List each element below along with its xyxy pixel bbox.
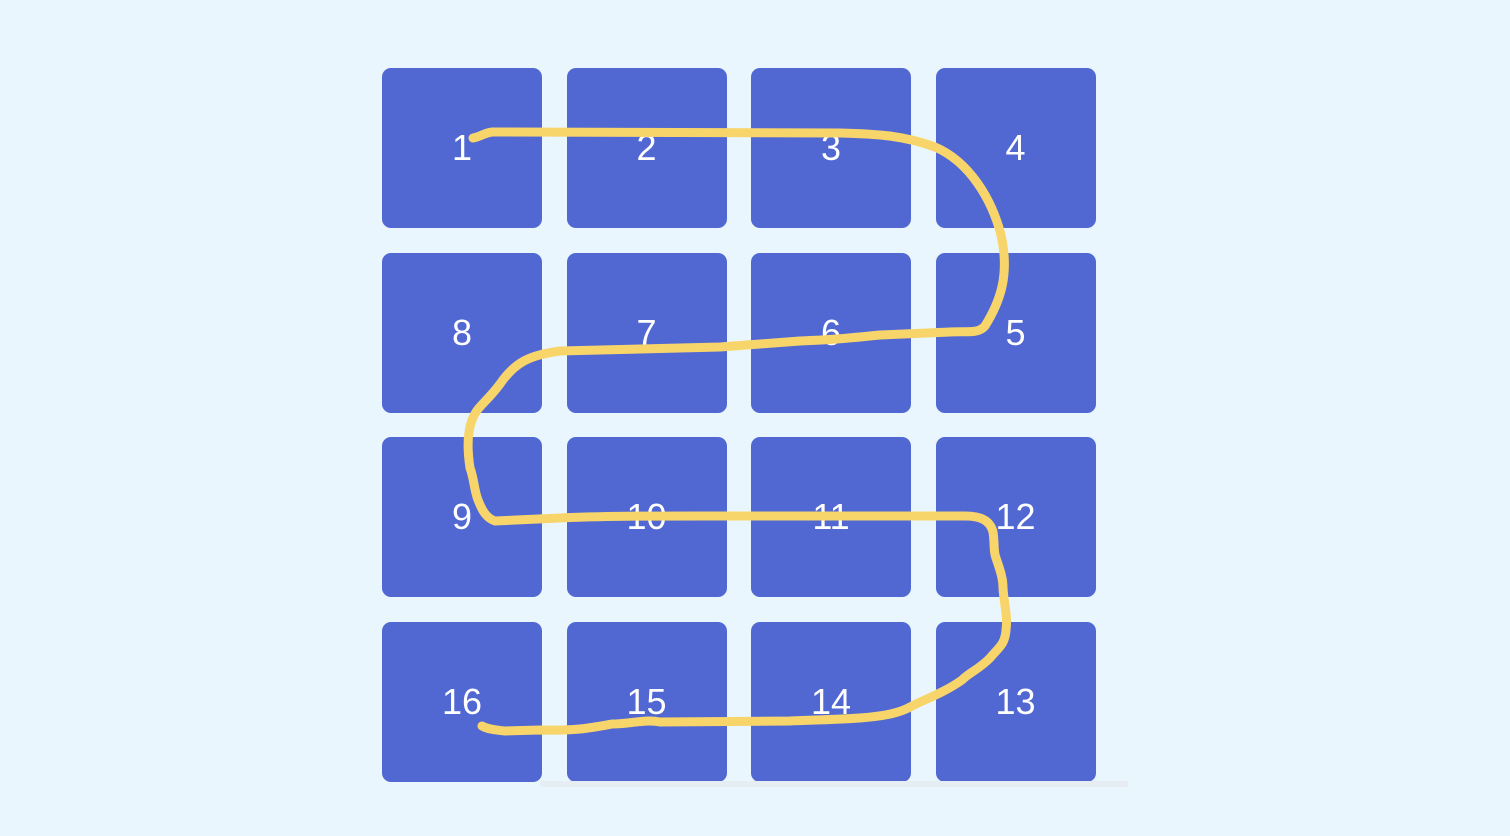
tile-14[interactable]: 14 bbox=[751, 621, 911, 782]
tile-7[interactable]: 7 bbox=[566, 252, 727, 413]
tile-label: 9 bbox=[451, 496, 473, 537]
tile-label: 11 bbox=[812, 496, 850, 537]
tile-label: 10 bbox=[626, 496, 667, 537]
tile-3[interactable]: 3 bbox=[751, 68, 911, 228]
tile-11[interactable]: 11 bbox=[751, 437, 911, 597]
tile-4[interactable]: 4 bbox=[935, 68, 1096, 228]
tile-label: 1 bbox=[451, 127, 473, 168]
tile-9[interactable]: 9 bbox=[382, 437, 542, 597]
tile-label: 3 bbox=[820, 127, 842, 168]
tile-6[interactable]: 6 bbox=[751, 252, 911, 413]
tile-label: 2 bbox=[636, 127, 657, 168]
tile-label: 6 bbox=[820, 311, 842, 353]
grid-baseline-divider bbox=[540, 781, 1128, 787]
tile-grid: 1 2 3 4 8 7 6 5 9 10 11 12 16 15 14 13 bbox=[382, 68, 1097, 782]
tile-label: 4 bbox=[1005, 127, 1026, 168]
tile-15[interactable]: 15 bbox=[566, 621, 727, 782]
tile-8[interactable]: 8 bbox=[382, 252, 542, 413]
tile-2[interactable]: 2 bbox=[566, 68, 727, 228]
tile-label: 12 bbox=[995, 496, 1036, 537]
tile-label: 5 bbox=[1005, 311, 1026, 353]
tile-5[interactable]: 5 bbox=[935, 252, 1096, 413]
tile-label: 13 bbox=[995, 680, 1036, 722]
tile-1[interactable]: 1 bbox=[382, 68, 542, 228]
tile-13[interactable]: 13 bbox=[935, 621, 1096, 782]
tile-label: 14 bbox=[810, 680, 852, 722]
tile-label: 8 bbox=[451, 311, 473, 353]
tile-16[interactable]: 16 bbox=[382, 621, 542, 782]
tile-12[interactable]: 12 bbox=[935, 437, 1096, 597]
tile-label: 15 bbox=[626, 680, 667, 722]
tile-label: 16 bbox=[441, 680, 483, 722]
tile-10[interactable]: 10 bbox=[566, 437, 727, 597]
tile-label: 7 bbox=[636, 311, 657, 353]
